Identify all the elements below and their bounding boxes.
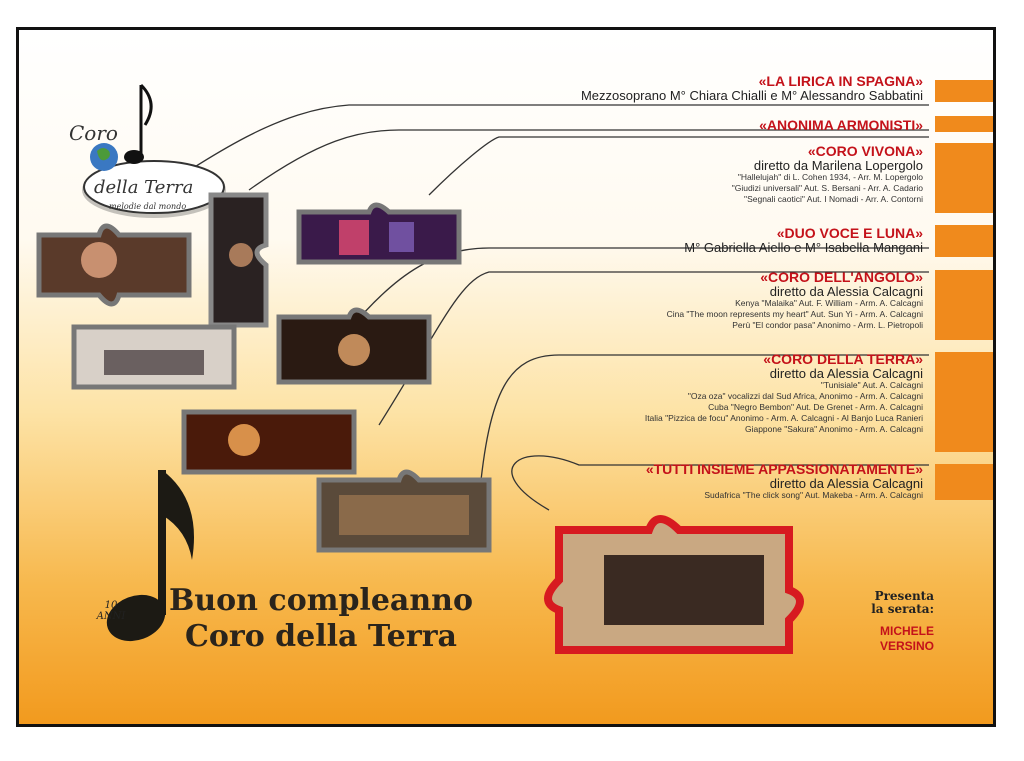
photo-puzzle-piece [71,324,237,390]
section-subtitle: diretto da Alessia Calcagni [769,366,923,381]
greeting-heading: Buon compleanno Coro della Terra [169,583,473,655]
logo-tagline: melodie dal mondo [109,202,186,211]
section-title: «CORO VIVONA» [807,143,923,159]
song-line: Kenya "Malaika" Aut. F. William - Arm. A… [735,298,923,308]
program-section-anonima: «ANONIMA ARMONISTI» [503,118,923,133]
logo-line1: Coro [69,121,118,145]
section-subtitle: diretto da Alessia Calcagni [769,284,923,299]
song-line: Italia "Pizzica de focu" Anonimo - Arm. … [644,413,923,423]
photo-puzzle-piece [296,202,462,265]
song-line: "Oza oza" vocalizzi dal Sud Africa, Anon… [687,391,923,401]
orange-bar [935,352,993,452]
logo-line2: della Terra [94,177,193,198]
song-line: "Giudizi universali" Aut. S. Bersani - A… [731,183,923,193]
song-line: Cina "The moon represents my heart" Aut.… [666,309,923,319]
program-section-vivona: «CORO VIVONA» diretto da Marilena Loperg… [503,144,923,205]
section-title: «TUTTI INSIEME APPASSIONATAMENTE» [645,461,923,477]
anniversary-badge: 10 ANNI [91,600,131,622]
photo-puzzle-piece [316,469,492,553]
orange-bar [935,225,993,257]
section-title: «CORO DELLA TERRA» [763,351,923,367]
greeting-line2: Coro della Terra [185,619,457,654]
section-subtitle: M° Gabriella Aiello e M° Isabella Mangan… [684,240,923,255]
song-line: Perù "El condor pasa" Anonimo - Arm. L. … [732,320,923,330]
orange-bar [935,116,993,132]
photo-puzzle-piece [276,307,432,385]
photo-puzzle-piece [208,192,269,328]
song-line: Sudafrica "The click song" Aut. Makeba -… [704,490,923,500]
orange-bar [935,80,993,102]
program-section-terra: «CORO DELLA TERRA» diretto da Alessia Ca… [503,352,923,435]
photo-puzzle-piece [36,223,192,307]
photo-puzzle-piece [181,409,357,475]
section-title: «DUO VOCE E LUNA» [776,225,923,241]
song-line: Cuba "Negro Bembon" Aut. De Grenet - Arm… [708,402,923,412]
presenter-name1: MICHELE [880,624,934,638]
event-poster: Coro della Terra melodie dal mondo «LA L… [16,27,996,727]
orange-bar [935,464,993,500]
section-title: «ANONIMA ARMONISTI» [759,117,923,133]
anniversary-word: ANNI [96,611,126,622]
song-line: Giappone "Sakura" Anonimo - Arm. A. Calc… [744,424,923,434]
photo-puzzle-piece-main [544,515,804,654]
orange-bar [935,143,993,213]
presenter-label: Presenta la serata: [854,590,934,616]
greeting-line1: Buon compleanno [169,583,473,618]
orange-bar [935,270,993,340]
program-section-duo: «DUO VOCE E LUNA» M° Gabriella Aiello e … [503,225,923,255]
presenter-name: MICHELE VERSINO [834,624,934,654]
anniversary-number: 10 [104,600,118,611]
presenter-name2: VERSINO [879,639,934,653]
program-section-tutti: «TUTTI INSIEME APPASSIONATAMENTE» dirett… [503,462,923,501]
song-line: "Hallelujah" di L. Cohen 1934, - Arr. M.… [737,172,923,182]
section-subtitle: Mezzosoprano M° Chiara Chialli e M° Ales… [580,88,923,103]
song-line: "Tunisiale" Aut. A. Calcagni [820,380,923,390]
presenter-label1: Presenta [874,589,934,603]
section-subtitle: diretto da Alessia Calcagni [769,476,923,491]
section-title: «LA LIRICA IN SPAGNA» [758,73,923,89]
song-line: "Segnali caotici" Aut. I Nomadi - Arr. A… [744,194,923,204]
presenter-label2: la serata: [871,602,934,616]
program-section-lirica: «LA LIRICA IN SPAGNA» Mezzosoprano M° Ch… [503,73,923,103]
coro-logo: Coro della Terra melodie dal mondo [69,83,226,218]
section-subtitle: diretto da Marilena Lopergolo [753,158,923,173]
section-title: «CORO DELL'ANGOLO» [760,269,923,285]
program-section-angolo: «CORO DELL'ANGOLO» diretto da Alessia Ca… [503,270,923,331]
music-note-icon [106,470,194,642]
